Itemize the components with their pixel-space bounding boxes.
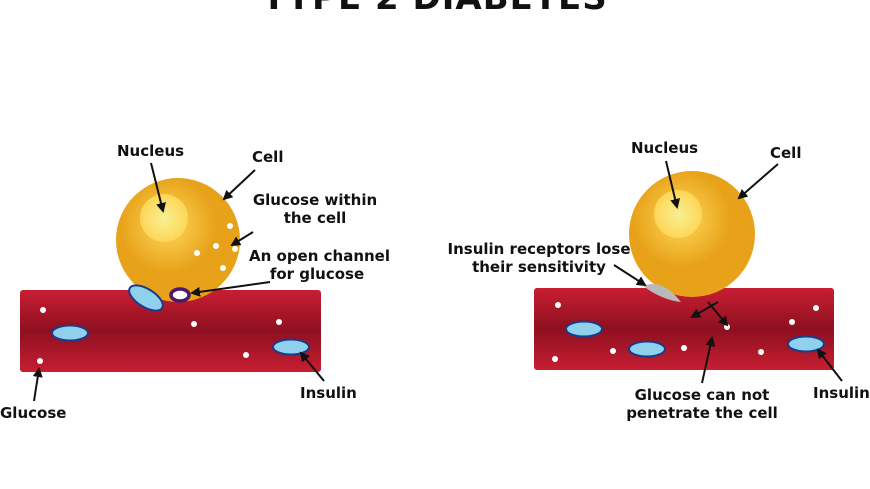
left-glucose-in-cell [213, 243, 219, 249]
left-glucose-label: Glucose [0, 404, 67, 422]
right-blood-vessel [534, 288, 834, 370]
right-receptor [643, 284, 681, 302]
left-glucose-dot [40, 307, 46, 313]
right-blocked-arrow [707, 301, 729, 327]
right-blocked-arrow [690, 301, 719, 318]
left-glucose-within-label: Glucose within the cell [251, 191, 379, 227]
left-open-channel-label: An open channel for glucose [249, 247, 390, 283]
right-insulin [628, 340, 666, 358]
left-glucose-dot [37, 358, 43, 364]
left-glucose-within-line2: the cell [283, 209, 347, 227]
left-glucose-within-line1: Glucose within [252, 191, 378, 209]
right-receptors-line1: Insulin receptors lose [447, 240, 631, 258]
left-insulin-arrow [299, 351, 325, 382]
right-glucose-dot [813, 305, 819, 311]
right-receptors-line2: their sensitivity [472, 258, 606, 276]
right-receptor-arrow [613, 264, 647, 287]
left-nucleus-arrow [150, 162, 166, 213]
left-glucose-in-cell [232, 246, 238, 252]
right-nucleus-arrow [665, 160, 681, 209]
left-glucose-dot [243, 352, 249, 358]
left-glucose-arrow [32, 367, 43, 402]
right-cell-arrow [737, 163, 779, 200]
right-glucose-dot [681, 345, 687, 351]
left-panel [20, 162, 325, 402]
right-receptors-label: Insulin receptors lose their sensitivity [444, 240, 634, 276]
left-glucose-dot [191, 321, 197, 327]
left-glucose-in-cell [227, 223, 233, 229]
right-nucleus [654, 190, 702, 238]
left-glucose-dot [276, 319, 282, 325]
right-glucose-dot [610, 348, 616, 354]
right-cell-label: Cell [770, 144, 802, 162]
right-cannot-label: Glucose can not penetrate the cell [619, 386, 785, 422]
left-insulin-bound [128, 284, 164, 312]
left-glucose-in-cell [220, 265, 226, 271]
left-open-channel [169, 287, 191, 303]
left-blood-vessel [20, 290, 321, 372]
right-insulin [787, 335, 825, 353]
left-insulin-label: Insulin [300, 384, 357, 402]
right-cannot-line2: penetrate the cell [626, 404, 778, 422]
left-glucose-in-cell [194, 250, 200, 256]
left-insulin [272, 338, 310, 356]
right-glucose-dot [555, 302, 561, 308]
left-channel-arrow [190, 281, 271, 297]
right-panel [534, 160, 843, 384]
right-glucose-dot [758, 349, 764, 355]
left-cell-label: Cell [252, 148, 284, 166]
right-cell [629, 171, 755, 297]
right-insulin-label: Insulin [813, 384, 870, 402]
right-insulin [565, 320, 603, 338]
right-insulin-arrow [816, 348, 843, 382]
left-nucleus-label: Nucleus [117, 142, 185, 160]
left-cell [116, 178, 240, 302]
left-glucose-within-arrow [230, 231, 254, 247]
right-glucose-dot [789, 319, 795, 325]
left-insulin [51, 324, 89, 342]
left-open-channel-line1: An open channel [249, 247, 390, 265]
left-nucleus [140, 194, 188, 242]
left-open-channel-line2: for glucose [269, 265, 365, 283]
right-cannot-line1: Glucose can not [634, 386, 770, 404]
right-nucleus-label: Nucleus [631, 139, 699, 157]
diagram-title: TYPE 2 DIABETES [0, 0, 870, 18]
left-cell-arrow [222, 169, 256, 201]
right-cannot-arrow [701, 336, 716, 384]
right-glucose-dot [552, 356, 558, 362]
